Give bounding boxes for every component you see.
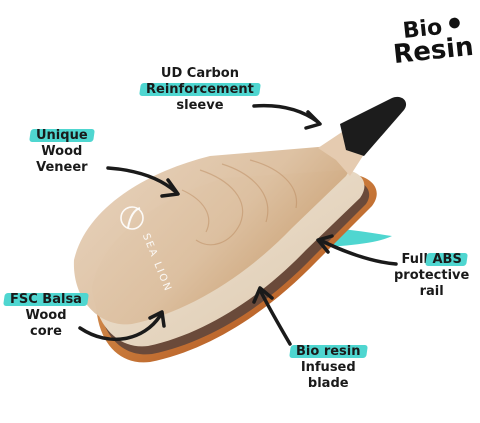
callout-veneer: Unique Wood Veneer bbox=[36, 128, 88, 176]
callout-carbon: UD Carbon Reinforcement sleeve bbox=[146, 66, 254, 114]
callout-resin-line2: Infused bbox=[300, 360, 356, 375]
callout-abs-line2: protective bbox=[394, 268, 470, 283]
arrow-balsa bbox=[78, 314, 162, 342]
leaf-drop-icon: ● bbox=[447, 13, 462, 32]
callout-veneer-line2: Wood bbox=[41, 144, 83, 159]
callout-carbon-line3: sleeve bbox=[176, 98, 224, 113]
callout-balsa-line1: FSC Balsa bbox=[10, 292, 82, 307]
callout-resin-line3: blade bbox=[307, 376, 349, 391]
callout-resin-line1: Bio resin bbox=[296, 344, 361, 359]
bio-resin-logo: Bio Resin ● bbox=[390, 13, 476, 71]
arrow-resin-head bbox=[252, 286, 274, 304]
callout-abs-highlight: ABS bbox=[432, 252, 462, 267]
arrow-balsa-head bbox=[148, 310, 166, 328]
arrow-veneer-head bbox=[160, 178, 180, 198]
callout-balsa: FSC Balsa Wood core bbox=[10, 292, 82, 340]
carbon-sleeve bbox=[340, 96, 407, 156]
callout-abs-line3: rail bbox=[419, 284, 444, 299]
sealion-swoosh-stroke bbox=[127, 207, 141, 229]
callout-balsa-line3: core bbox=[30, 324, 62, 339]
callout-arrows bbox=[78, 103, 398, 346]
callout-abs: Full ABS protective rail bbox=[394, 252, 469, 300]
callout-veneer-line3: Veneer bbox=[36, 160, 88, 175]
callout-carbon-line2: Reinforcement bbox=[146, 82, 254, 97]
callout-abs-prefix: Full bbox=[401, 252, 433, 267]
callout-carbon-line1: UD Carbon bbox=[160, 66, 239, 81]
arrow-resin bbox=[258, 288, 292, 346]
wood-veneer-face bbox=[73, 146, 351, 325]
arrow-abs bbox=[318, 238, 398, 266]
arrow-carbon-head bbox=[304, 110, 322, 130]
callout-resin: Bio resin Infused blade bbox=[296, 344, 361, 392]
logo-line-resin: Resin bbox=[391, 31, 476, 71]
callout-balsa-line2: Wood bbox=[25, 308, 67, 323]
callout-veneer-line1: Unique bbox=[36, 128, 88, 143]
sealion-swoosh-icon bbox=[120, 206, 144, 230]
veneer-grain bbox=[181, 159, 298, 246]
arrow-veneer bbox=[106, 166, 178, 194]
arrow-abs-head bbox=[316, 234, 334, 254]
